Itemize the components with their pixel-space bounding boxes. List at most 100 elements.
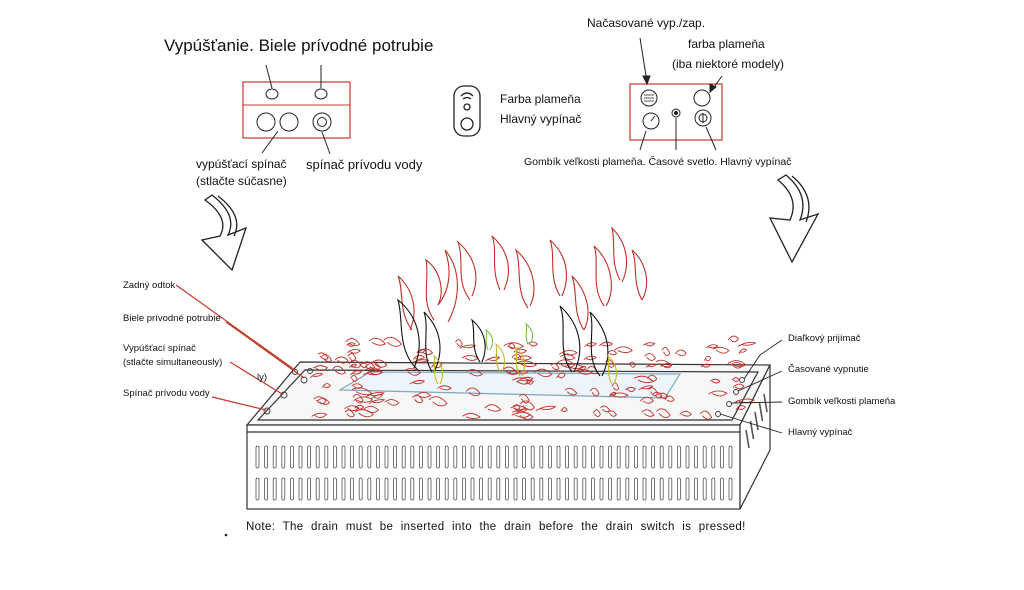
log-scribble bbox=[371, 359, 388, 368]
log-scribble bbox=[679, 410, 693, 417]
log-scribble bbox=[404, 368, 421, 376]
down-arrow-right-icon bbox=[768, 174, 820, 264]
log-scribble bbox=[362, 361, 376, 370]
water-control-panel bbox=[242, 64, 351, 155]
vent-slot bbox=[298, 477, 303, 501]
log-scribble bbox=[345, 338, 361, 347]
vent-slot bbox=[418, 477, 423, 501]
vent-slot bbox=[530, 445, 535, 469]
vent-slot bbox=[315, 477, 320, 501]
log-scribble bbox=[354, 409, 374, 418]
vent-slot bbox=[685, 445, 690, 469]
vent-slot bbox=[582, 445, 587, 469]
log-scribble bbox=[428, 396, 448, 407]
vent-slot bbox=[677, 445, 681, 469]
vent-slot bbox=[479, 477, 484, 501]
log-scribble bbox=[513, 348, 528, 354]
vent-slot bbox=[410, 445, 415, 469]
vent-slot bbox=[289, 477, 294, 501]
vent-slot bbox=[763, 393, 768, 413]
electric-control-panel bbox=[629, 37, 723, 151]
log-scribble bbox=[384, 399, 400, 406]
log-scribble bbox=[607, 410, 617, 417]
panel-bottom-caption: Gombík veľkosti plameňa. Časové svetlo. … bbox=[524, 156, 792, 168]
vent-slot bbox=[470, 445, 475, 469]
white-pipes-label: Biele prívodné potrubie bbox=[123, 313, 221, 324]
vent-slot bbox=[401, 477, 406, 501]
vent-slot bbox=[599, 477, 604, 501]
log-scribble bbox=[415, 392, 432, 398]
log-scribble bbox=[661, 347, 671, 357]
log-scribble bbox=[578, 365, 587, 371]
log-scribble bbox=[461, 355, 479, 361]
log-scribble bbox=[639, 396, 654, 404]
vent-slot bbox=[384, 477, 389, 501]
log-scribble bbox=[349, 370, 363, 376]
remote-control-icon bbox=[453, 85, 481, 137]
vent-slot bbox=[461, 477, 466, 501]
log-scribble bbox=[352, 394, 364, 404]
vent-slot bbox=[401, 445, 406, 469]
vent-slot bbox=[659, 477, 664, 501]
vent-slot bbox=[350, 445, 355, 469]
log-scribble bbox=[608, 392, 629, 398]
vent-slot bbox=[668, 445, 673, 469]
flame-size-callout: Gombík veľkosti plameňa bbox=[788, 396, 896, 407]
log-scribble bbox=[354, 404, 365, 410]
log-scribble bbox=[592, 409, 601, 417]
log-scribble bbox=[346, 342, 356, 347]
vent-slot bbox=[375, 445, 380, 469]
vent-slot bbox=[651, 477, 655, 501]
log-scribble bbox=[535, 405, 557, 411]
drain-switch-callout-hint: (stlačte simultaneously) bbox=[123, 357, 223, 368]
vent-slot bbox=[453, 445, 458, 469]
vent-slot bbox=[556, 445, 561, 469]
log-scribble bbox=[359, 362, 368, 369]
cassette-controls bbox=[263, 368, 745, 417]
vent-slot bbox=[504, 477, 509, 501]
log-scribble bbox=[645, 363, 657, 368]
log-scribble bbox=[727, 360, 747, 367]
log-scribble bbox=[527, 341, 538, 347]
log-scribble bbox=[321, 353, 332, 363]
log-scribble bbox=[351, 387, 373, 396]
vent-slot bbox=[479, 445, 484, 469]
log-scribble bbox=[512, 404, 521, 410]
log-scribble bbox=[642, 342, 656, 347]
vent-slot bbox=[496, 445, 501, 469]
vent-slot bbox=[427, 477, 432, 501]
vent-slot bbox=[307, 445, 312, 469]
log-scribble bbox=[348, 363, 358, 368]
flame-color-note: (iba niektoré modely) bbox=[672, 57, 785, 71]
log-scribble bbox=[732, 383, 745, 390]
vent-slot bbox=[634, 445, 638, 469]
vent-slot bbox=[702, 477, 707, 501]
log-scribble bbox=[560, 407, 568, 412]
log-scribble bbox=[317, 397, 330, 405]
log-scribble bbox=[737, 341, 757, 347]
remote-receiver-callout: Diaľkový prijímač bbox=[788, 333, 861, 344]
remote-flame-color-label: Farba plameňa bbox=[500, 92, 581, 106]
log-scribble bbox=[344, 409, 355, 418]
vent-slot bbox=[702, 445, 707, 469]
logs-illustration bbox=[309, 335, 757, 420]
log-scribble bbox=[313, 396, 327, 405]
vent-slot bbox=[668, 477, 673, 501]
vent-slot bbox=[565, 477, 569, 501]
vent-slot bbox=[375, 477, 380, 501]
log-scribble bbox=[564, 387, 578, 396]
water-switch-callout: Spínač prívodu vody bbox=[123, 388, 210, 399]
log-scribble bbox=[525, 379, 534, 385]
log-scribble bbox=[710, 378, 721, 384]
log-scribble bbox=[364, 367, 383, 375]
log-scribble bbox=[731, 377, 740, 383]
log-scribble bbox=[556, 359, 576, 368]
vent-slot bbox=[324, 445, 329, 469]
vent-slot bbox=[616, 477, 621, 501]
vent-slot bbox=[728, 477, 733, 501]
log-scribble bbox=[512, 408, 529, 413]
log-scribble bbox=[703, 355, 712, 362]
log-scribble bbox=[368, 399, 386, 405]
log-scribble bbox=[371, 394, 384, 399]
